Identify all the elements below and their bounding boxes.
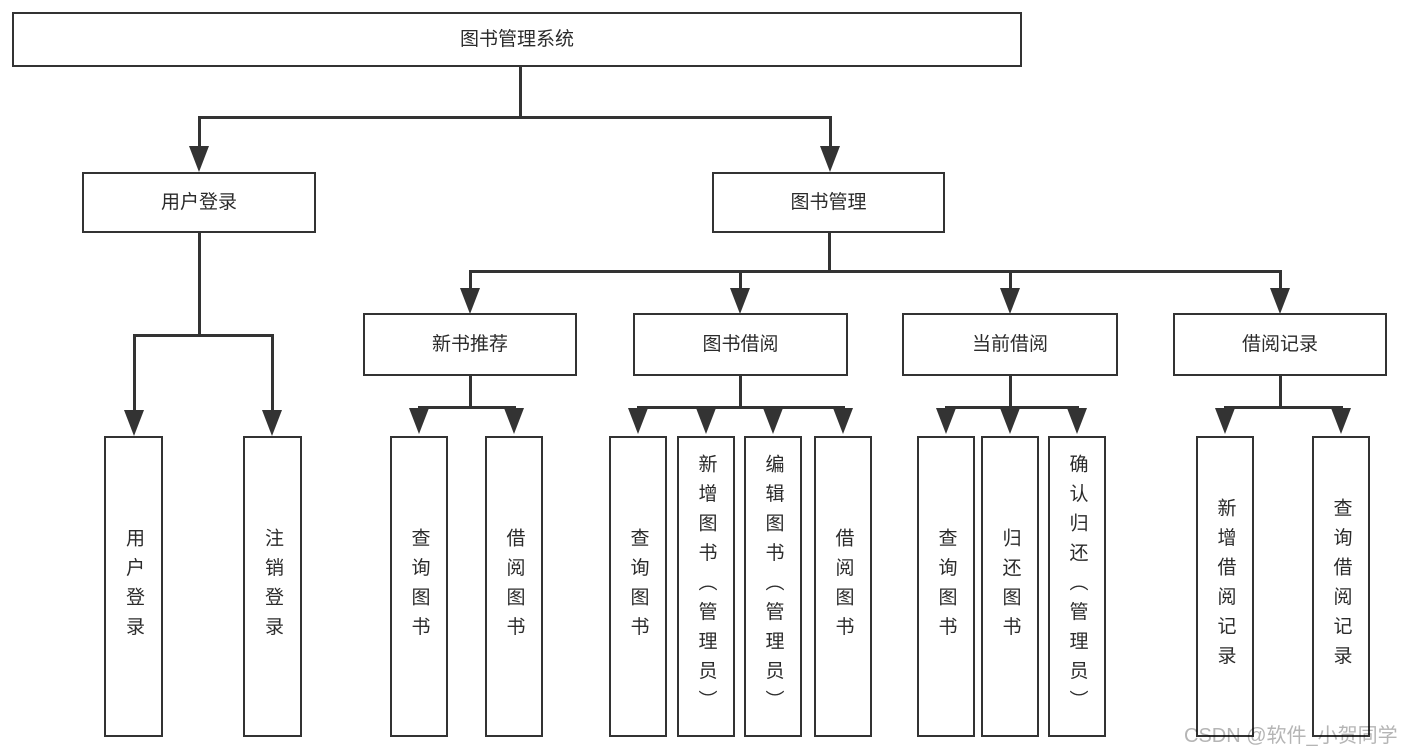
arrow-down-icon: [1000, 408, 1020, 434]
leaf-user-login: 用户登录: [104, 436, 163, 737]
leaf-edit-book-admin: 编辑图书（管理员）: [744, 436, 802, 737]
node-label: 查询图书: [627, 527, 649, 646]
arrow-down-icon: [1270, 288, 1290, 314]
arrow-down-icon: [1067, 408, 1087, 434]
leaf-query-borrow-record: 查询借阅记录: [1312, 436, 1370, 737]
arrow-down-icon: [1000, 288, 1020, 314]
arrow-down-icon: [820, 146, 840, 172]
arrow-down-icon: [409, 408, 429, 434]
book-borrow-stem-line: [738, 376, 742, 409]
node-label: 新增借阅记录: [1214, 498, 1236, 675]
leaf-add-book-admin: 新增图书（管理员）: [677, 436, 735, 737]
node-label: 图书管理系统: [459, 29, 574, 50]
borrow-records-stem-line: [1278, 376, 1282, 409]
node-label: 归还图书: [999, 527, 1021, 646]
root-stem-line: [518, 66, 522, 118]
root-branch-line: [197, 115, 832, 119]
node-label: 查询借阅记录: [1330, 498, 1352, 675]
node-label: 借阅记录: [1241, 334, 1318, 355]
leaf-logout: 注销登录: [243, 436, 302, 737]
arrow-down-icon: [1331, 408, 1351, 434]
leaf-query-book-recommend: 查询图书: [390, 436, 448, 737]
node-label: 查询图书: [408, 527, 430, 646]
arrow-down-icon: [696, 408, 716, 434]
node-label: 借阅图书: [832, 527, 854, 646]
leaf-query-book-borrow: 查询图书: [609, 436, 667, 737]
node-label: 用户登录: [160, 192, 237, 213]
node-root: 图书管理系统: [12, 12, 1022, 67]
arrow-stem-line: [738, 271, 742, 290]
current-borrow-stem-line: [1008, 376, 1012, 409]
node-label: 新增图书（管理员）: [695, 453, 717, 720]
arrow-stem-line: [197, 117, 201, 148]
node-label: 编辑图书（管理员）: [762, 453, 784, 720]
user-login-stem-line: [197, 233, 201, 336]
node-borrow-records: 借阅记录: [1173, 313, 1387, 376]
arrow-down-icon: [763, 408, 783, 434]
arrow-stem-line: [1008, 271, 1012, 290]
leaf-add-borrow-record: 新增借阅记录: [1196, 436, 1254, 737]
node-label: 注销登录: [262, 527, 283, 646]
arrow-down-icon: [936, 408, 956, 434]
arrow-down-icon: [124, 410, 144, 436]
node-label: 当前借阅: [971, 334, 1048, 355]
book-borrow-branch-line: [636, 405, 845, 409]
arrow-down-icon: [189, 146, 209, 172]
new-book-branch-line: [417, 405, 516, 409]
leaf-borrow-book-recommend: 借阅图书: [485, 436, 543, 737]
node-label: 查询图书: [935, 527, 957, 646]
arrow-stem-line: [270, 335, 274, 413]
user-login-branch-line: [132, 333, 274, 337]
leaf-borrow-book: 借阅图书: [814, 436, 872, 737]
arrow-down-icon: [628, 408, 648, 434]
leaf-return-book: 归还图书: [981, 436, 1039, 737]
book-mgmt-branch-line: [468, 269, 1282, 273]
arrow-stem-line: [468, 271, 472, 290]
arrow-down-icon: [262, 410, 282, 436]
node-label: 借阅图书: [503, 527, 525, 646]
node-label: 确认归还（管理员）: [1066, 453, 1088, 720]
arrow-down-icon: [1215, 408, 1235, 434]
arrow-down-icon: [460, 288, 480, 314]
node-label: 图书管理: [790, 192, 867, 213]
node-new-book-recommend: 新书推荐: [363, 313, 577, 376]
node-book-borrow: 图书借阅: [633, 313, 848, 376]
node-current-borrow: 当前借阅: [902, 313, 1118, 376]
book-mgmt-stem-line: [827, 233, 831, 272]
node-label: 新书推荐: [431, 334, 508, 355]
arrow-stem-line: [132, 335, 136, 413]
arrow-down-icon: [504, 408, 524, 434]
new-book-stem-line: [468, 376, 472, 409]
node-user-login: 用户登录: [82, 172, 316, 233]
leaf-query-book-current: 查询图书: [917, 436, 975, 737]
watermark: CSDN @软件_小贺同学: [1184, 725, 1398, 747]
leaf-confirm-return-admin: 确认归还（管理员）: [1048, 436, 1106, 737]
node-label: 用户登录: [123, 527, 144, 646]
arrow-stem-line: [1278, 271, 1282, 290]
node-book-management: 图书管理: [712, 172, 945, 233]
arrow-down-icon: [730, 288, 750, 314]
arrow-down-icon: [833, 408, 853, 434]
node-label: 图书借阅: [702, 334, 779, 355]
arrow-stem-line: [828, 117, 832, 148]
current-borrow-branch-line: [944, 405, 1079, 409]
borrow-records-branch-line: [1223, 405, 1343, 409]
